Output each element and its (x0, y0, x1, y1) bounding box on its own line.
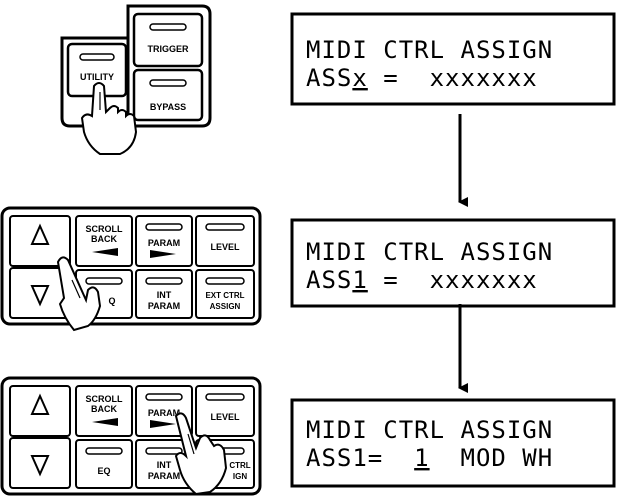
scroll-back-button[interactable]: SCROLL BACK (75, 385, 133, 437)
up-button[interactable] (9, 385, 71, 437)
lcd-line1: MIDI CTRL ASSIGN (306, 238, 553, 266)
step1-panel: TRIGGER UTILITY BYPASS (60, 4, 212, 155)
svg-text:CTRL: CTRL (229, 461, 250, 470)
lcd-cursor: x (352, 64, 367, 92)
scroll-back-button[interactable]: SCROLL BACK (75, 215, 133, 267)
svg-text:LEVEL: LEVEL (210, 412, 240, 422)
bypass-button[interactable]: BYPASS (132, 68, 204, 122)
scroll-left-arrow-icon (92, 248, 118, 256)
scroll-right-arrow-icon (150, 250, 176, 258)
level-button[interactable]: LEVEL (195, 385, 255, 437)
svg-text:PARAM: PARAM (148, 471, 180, 481)
up-triangle-icon (30, 223, 50, 245)
scroll-right-arrow-icon (150, 420, 176, 428)
svg-text:BACK: BACK (91, 234, 117, 244)
svg-text:INT: INT (157, 290, 172, 300)
eq-button[interactable]: EQ (75, 439, 133, 489)
trigger-label: TRIGGER (147, 44, 189, 54)
svg-text:SCROLL: SCROLL (86, 394, 124, 404)
svg-text:SCROLL: SCROLL (86, 224, 124, 234)
lcd-line2: ASS1= 1 MOD WH (306, 444, 553, 472)
step1-lcd-display: MIDI CTRL ASSIGN ASSx = xxxxxxx (290, 12, 616, 106)
svg-text:PARAM: PARAM (148, 408, 180, 418)
down-triangle-icon (30, 455, 50, 477)
down-button[interactable] (9, 267, 71, 319)
svg-text:EQ: EQ (97, 466, 110, 476)
svg-text:ASSIGN: ASSIGN (210, 302, 241, 311)
int-param-button[interactable]: INT PARAM (135, 439, 193, 489)
int-param-button[interactable]: INT PARAM (135, 269, 193, 319)
pressing-hand-icon (56, 256, 102, 332)
up-button[interactable] (9, 215, 71, 267)
svg-text:LEVEL: LEVEL (210, 242, 240, 252)
svg-text:IGN: IGN (233, 472, 247, 481)
step2-lcd-display: MIDI CTRL ASSIGN ASS1 = xxxxxxx (290, 218, 616, 308)
lcd-cursor: 1 (414, 444, 429, 472)
svg-text:Q: Q (108, 296, 115, 306)
svg-text:EXT CTRL: EXT CTRL (205, 291, 244, 300)
down-button[interactable] (9, 437, 71, 489)
pressing-hand-icon (174, 412, 228, 496)
lcd-line2: ASS1 = xxxxxxx (306, 266, 538, 294)
bypass-label: BYPASS (150, 102, 186, 112)
svg-text:BACK: BACK (91, 404, 117, 414)
param-button[interactable]: PARAM (135, 215, 193, 267)
svg-text:PARAM: PARAM (148, 238, 180, 248)
pressing-hand-icon (80, 82, 138, 155)
level-button[interactable]: LEVEL (195, 215, 255, 267)
scroll-left-arrow-icon (92, 418, 118, 426)
utility-label: UTILITY (80, 72, 114, 82)
lcd-line1: MIDI CTRL ASSIGN (306, 36, 553, 64)
lcd-cursor: 1 (352, 266, 367, 294)
up-triangle-icon (30, 393, 50, 415)
ext-ctrl-assign-button[interactable]: EXT CTRL ASSIGN (195, 269, 255, 319)
lcd-line2: ASSx = xxxxxxx (306, 64, 538, 92)
trigger-button[interactable]: TRIGGER (132, 12, 204, 68)
step2-panel: SCROLL BACK PARAM LEVEL Q INT PARA (0, 206, 262, 332)
step3-panel: SCROLL BACK PARAM LEVEL EQ INT PARAM (0, 376, 262, 496)
lcd-line1: MIDI CTRL ASSIGN (306, 416, 553, 444)
step3-lcd-display: MIDI CTRL ASSIGN ASS1= 1 MOD WH (290, 398, 616, 488)
svg-text:INT: INT (157, 460, 172, 470)
down-triangle-icon (30, 285, 50, 307)
svg-text:PARAM: PARAM (148, 301, 180, 311)
